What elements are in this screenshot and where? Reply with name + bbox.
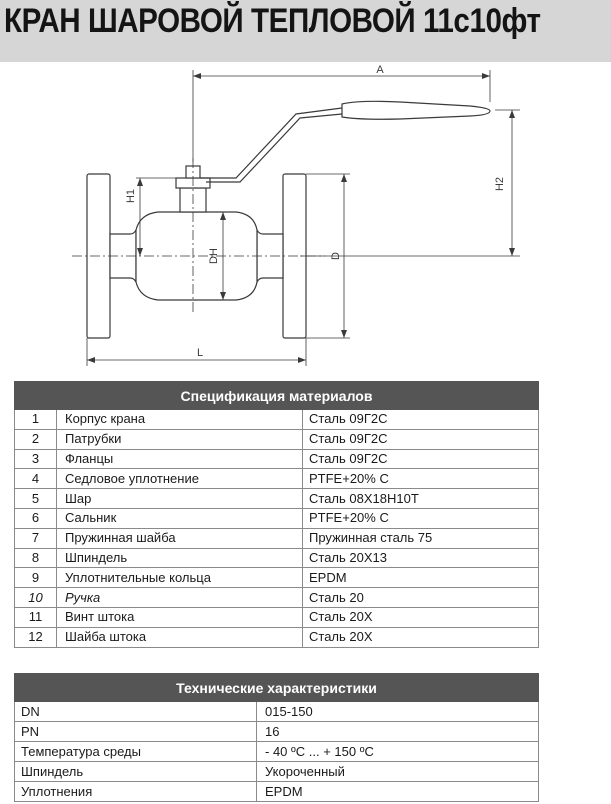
dim-a-label: A [376, 64, 384, 76]
part-name: Пружинная шайба [56, 527, 303, 549]
param-name: Шпиндель [14, 761, 257, 782]
part-material: Сталь 20Х13 [302, 547, 539, 569]
table-row: Температура среды- 40 ºС ... + 150 ºС [14, 741, 539, 762]
row-number: 12 [14, 626, 57, 648]
param-value: 16 [256, 721, 539, 742]
tech-header: Технические характеристики [14, 673, 539, 702]
part-material: Сталь 08Х18Н10Т [302, 488, 539, 509]
spec-header: Спецификация материалов [14, 381, 539, 410]
row-number: 3 [14, 448, 57, 470]
dim-d-label: D [330, 252, 342, 260]
dim-l-label: L [197, 347, 203, 359]
row-number: 2 [14, 428, 57, 450]
param-value: - 40 ºС ... + 150 ºС [256, 741, 539, 762]
param-name: Уплотнения [14, 781, 257, 802]
param-name: Температура среды [14, 741, 257, 762]
row-number: 11 [14, 606, 57, 628]
handle-grip [341, 100, 491, 120]
valve-drawing: A H2 D H1 DH L [72, 64, 520, 366]
part-name: Фланцы [56, 448, 303, 470]
part-name: Шар [56, 488, 303, 509]
part-name: Уплотнительные кольца [56, 567, 303, 589]
part-material: Сталь 09Г2С [302, 409, 539, 430]
dim-dh-label: DH [208, 248, 220, 264]
page-title: КРАН ШАРОВОЙ ТЕПЛОВОЙ 11с10фт [4, 2, 541, 40]
part-name: Шпиндель [56, 547, 303, 569]
row-number: 8 [14, 547, 57, 569]
handle-lever [200, 107, 343, 179]
param-name: DN [14, 701, 257, 722]
part-material: Пружинная сталь 75 [302, 527, 539, 549]
dim-h1-label: H1 [125, 189, 137, 203]
part-name: Сальник [56, 507, 303, 529]
title-bar: КРАН ШАРОВОЙ ТЕПЛОВОЙ 11с10фт [0, 0, 611, 62]
row-number: 1 [14, 409, 57, 430]
row-number: 4 [14, 468, 57, 490]
param-name: PN [14, 721, 257, 742]
param-value: 015-150 [256, 701, 539, 722]
dim-h2-label: H2 [494, 177, 506, 191]
row-number: 10 [14, 587, 57, 608]
part-name: Ручка [56, 587, 303, 608]
part-material: PTFE+20% C [302, 507, 539, 529]
row-number: 5 [14, 488, 57, 509]
param-value: EPDM [256, 781, 539, 802]
part-name: Шайба штока [56, 626, 303, 648]
part-material: Сталь 20Х [302, 606, 539, 628]
part-name: Корпус крана [56, 409, 303, 430]
param-value: Укороченный [256, 761, 539, 782]
part-material: Сталь 09Г2С [302, 428, 539, 450]
part-material: PTFE+20% C [302, 468, 539, 490]
valve-body [135, 211, 258, 301]
row-number: 7 [14, 527, 57, 549]
part-name: Винт штока [56, 606, 303, 628]
part-material: Сталь 09Г2С [302, 448, 539, 470]
part-material: EPDM [302, 567, 539, 589]
part-material: Сталь 20 [302, 587, 539, 608]
row-number: 6 [14, 507, 57, 529]
row-number: 9 [14, 567, 57, 589]
part-name: Патрубки [56, 428, 303, 450]
part-material: Сталь 20Х [302, 626, 539, 648]
part-name: Седловое уплотнение [56, 468, 303, 490]
